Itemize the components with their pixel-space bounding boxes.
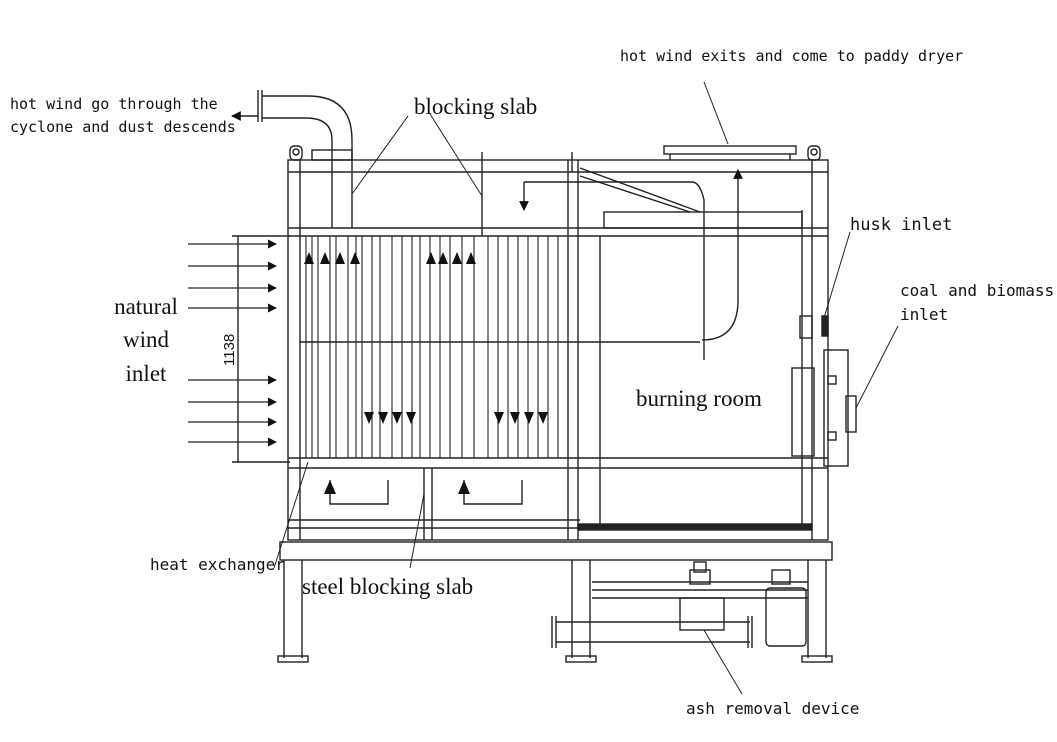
heat-exchanger-flow-arrows	[304, 252, 548, 494]
heat-exchanger-tubes	[305, 236, 559, 458]
blocking-slab-posts	[481, 152, 573, 236]
burning-room-internals	[300, 167, 803, 343]
heat-exchanger-label: heat exchanger	[150, 555, 285, 574]
burning-room-label: burning room	[636, 386, 762, 411]
cyclone-pipe-drawing	[257, 90, 353, 228]
coal-biomass-inlet-label: coal and biomass inlet	[900, 281, 1055, 324]
burning-room-flow-path	[524, 181, 705, 360]
natural-wind-inlet-label: natural wind inlet	[114, 294, 178, 386]
dimension-label: 1138	[221, 333, 238, 366]
blocking-slab-label: blocking slab	[414, 94, 538, 119]
steel-blocking-slab-drawing	[329, 468, 523, 540]
husk-inlet-drawing	[799, 315, 829, 339]
hot-wind-up-path	[701, 169, 743, 341]
leader-lines	[273, 81, 899, 695]
natural-wind-arrows	[188, 239, 277, 447]
hot-wind-exits-label: hot wind exits and come to paddy dryer	[620, 47, 964, 65]
top-outlet-flange	[663, 145, 797, 160]
main-frame	[287, 145, 829, 541]
hot-wind-cyclone-label: hot wind go through the cyclone and dust…	[10, 95, 236, 136]
dimension-line	[232, 235, 290, 463]
husk-inlet-label: husk inlet	[850, 215, 953, 235]
steel-blocking-slab-label: steel blocking slab	[302, 574, 474, 599]
base-and-legs	[277, 541, 833, 663]
coal-inlet-door-drawing	[791, 349, 857, 467]
ash-removal-device-label: ash removal device	[686, 699, 860, 718]
ash-removal-device-drawing	[551, 561, 808, 648]
